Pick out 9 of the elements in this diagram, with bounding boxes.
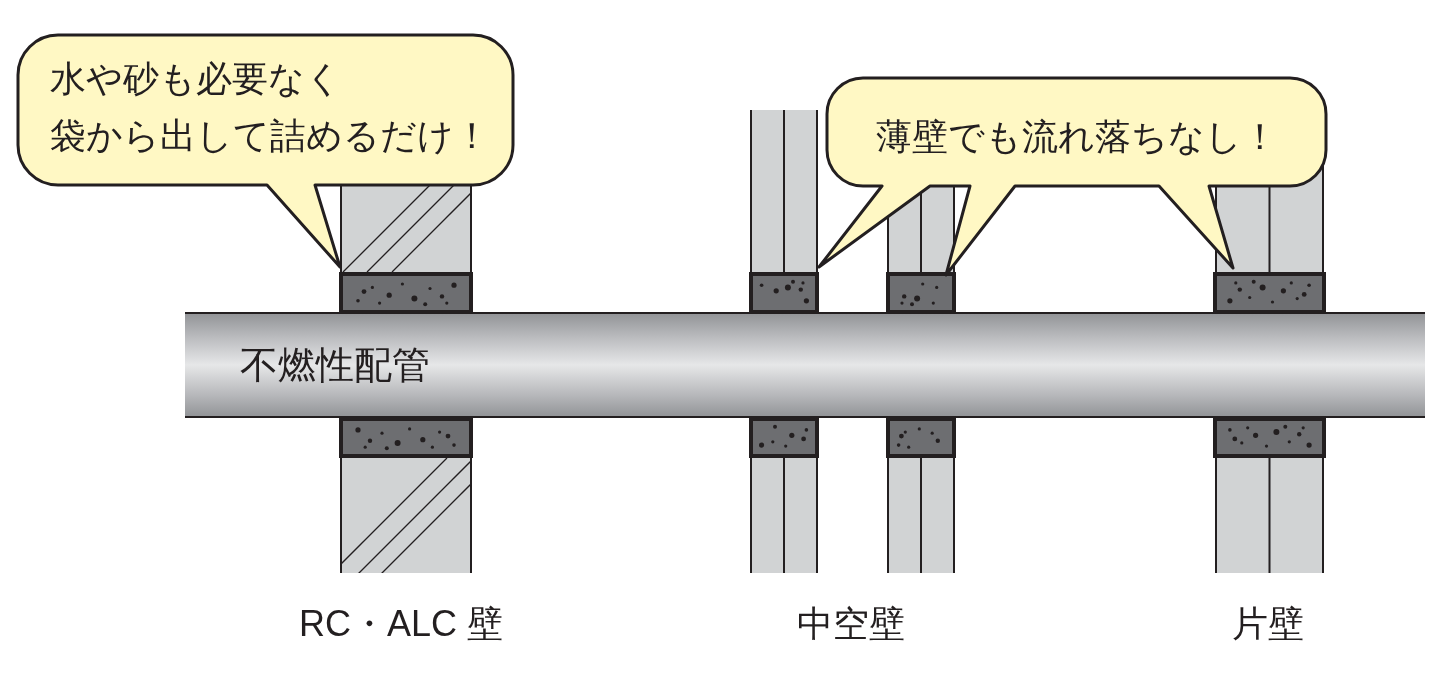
callout-text: 薄壁でも流れ落ちなし！ xyxy=(876,115,1278,159)
wall-label: 片壁 xyxy=(1232,602,1304,646)
pipe-label: 不燃性配管 xyxy=(240,343,430,388)
wall-label: RC・ALC 壁 xyxy=(299,602,503,646)
speech-bubble xyxy=(16,33,515,269)
pipe xyxy=(185,312,1425,418)
speech-bubble xyxy=(817,76,1328,277)
callout-text: 水や砂も必要なく袋から出して詰めるだけ！ xyxy=(50,57,490,158)
wall-label: 中空壁 xyxy=(797,602,905,646)
